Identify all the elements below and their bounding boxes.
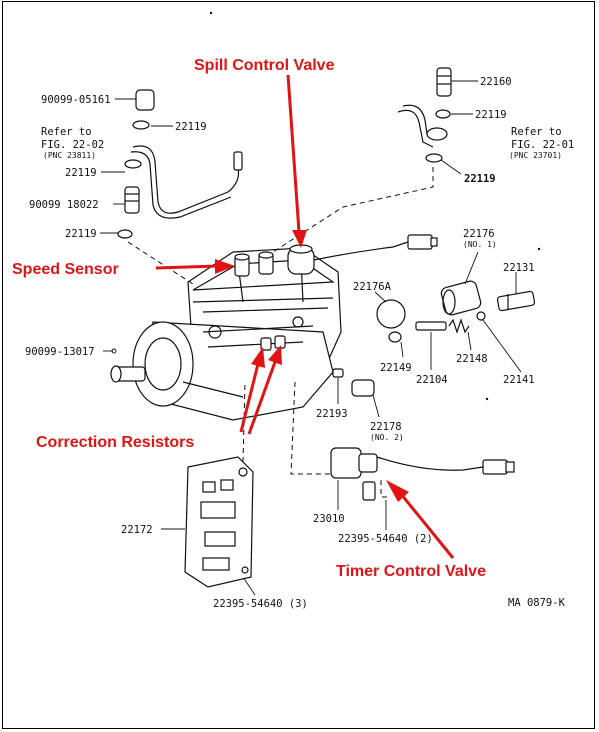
right-dashed-guide <box>272 167 434 253</box>
right-fuel-pipe-assembly <box>397 67 452 163</box>
part-label: (NO. 1) <box>463 240 497 249</box>
part-label: 22193 <box>316 408 348 420</box>
callout-correction-resistors: Correction Resistors <box>36 434 194 451</box>
callout-spill-control-valve: Spill Control Valve <box>194 57 335 74</box>
part-label: (NO. 2) <box>370 433 404 442</box>
stray-mark <box>537 247 541 251</box>
part-label: 23010 <box>313 513 345 525</box>
refer-label: Refer to <box>41 126 92 138</box>
part-label: 22119 <box>175 121 207 133</box>
part-label: 22119 <box>475 109 507 121</box>
part-label: 22104 <box>416 374 448 386</box>
part-label: 22131 <box>503 262 535 274</box>
timer-control-valve-assembly <box>290 381 515 501</box>
stray-mark <box>485 397 489 401</box>
part-label: 22148 <box>456 353 488 365</box>
part-label: 22172 <box>121 524 153 536</box>
figure-code: MA 0879-K <box>508 597 566 609</box>
part-label: 22395-54640 (3) <box>213 598 308 610</box>
refer-label: FIG. 22-02 <box>41 139 104 151</box>
part-label: 90099 18022 <box>29 199 99 211</box>
part-label: 22160 <box>480 76 512 88</box>
leader-lines <box>100 80 522 596</box>
spill-valve-connector <box>407 234 433 250</box>
injection-pump-body <box>110 244 342 421</box>
part-label: 90099-13017 <box>25 346 95 358</box>
part-label: 22119 <box>464 173 496 185</box>
part-label: 22176 <box>463 228 495 240</box>
left-dashed-guide <box>127 241 194 285</box>
part-label: 22119 <box>65 228 97 240</box>
part-label: 22176A <box>353 281 392 293</box>
part-label: 22119 <box>65 167 97 179</box>
refer-label: Refer to <box>511 126 562 138</box>
injection-pump-diagram: Spill Control Valve Speed Sensor Correct… <box>12 11 574 610</box>
left-fuel-pipe-assembly <box>117 89 243 239</box>
part-label: 22178 <box>370 421 402 433</box>
right-side-parts <box>332 280 536 397</box>
refer-label: (PNC 23811) <box>43 151 96 160</box>
refer-label: FIG. 22-01 <box>511 139 574 151</box>
callout-timer-control-valve: Timer Control Valve <box>336 563 486 580</box>
spill-valve-wire <box>313 241 409 261</box>
callout-speed-sensor: Speed Sensor <box>12 261 119 278</box>
part-label: 90099-05161 <box>41 94 111 106</box>
callout-arrows <box>155 74 455 559</box>
refer-label: (PNC 23701) <box>509 151 562 160</box>
part-label: 22395-54640 (2) <box>338 533 433 545</box>
part-label: 22149 <box>380 362 412 374</box>
stray-mark <box>209 11 213 15</box>
part-label: 22141 <box>503 374 535 386</box>
